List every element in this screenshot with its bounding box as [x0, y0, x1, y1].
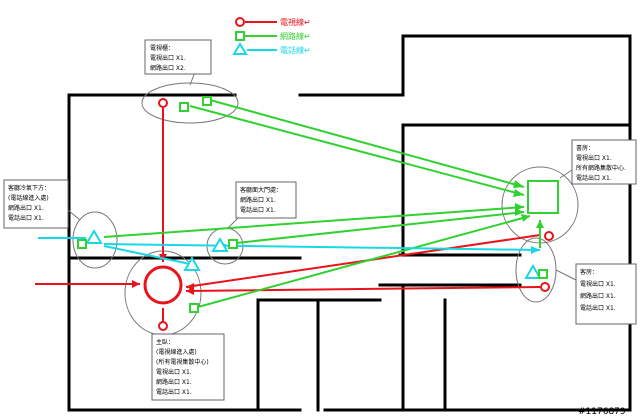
phone-outlet-icon — [183, 256, 201, 271]
note-line: 電話出口 X1. — [156, 388, 192, 396]
note-line: 電視櫃： — [150, 44, 174, 52]
tv-outlet-icon — [540, 282, 550, 292]
phone-outlet-icon — [524, 264, 542, 279]
network-outlet-icon — [538, 269, 548, 279]
note-line: 客房： — [580, 268, 598, 276]
network-outlet-icon — [179, 102, 189, 112]
legend-tv-label: 電視線↵ — [280, 17, 311, 27]
note-line: 網路出口 X2. — [150, 64, 186, 72]
note-line: 網路出口 X1. — [240, 196, 276, 204]
note-line: 電話出口 X1. — [8, 214, 44, 222]
network-outlet-icon — [189, 303, 199, 313]
note-line: (電話線進入處) — [8, 194, 49, 202]
watermark: #1176879 — [578, 407, 626, 417]
callout-guest-room: 客房： 電視出口 X1. 網路出口 X1. 電話出口 X1. — [555, 263, 637, 325]
note-line: 客廳冷氣下方： — [8, 184, 50, 192]
network-outlet-icon — [202, 96, 212, 106]
note-line: 電話出口 X1. — [580, 304, 616, 312]
network-outlet-icon — [77, 239, 87, 249]
callout-living-ac: 客廳冷氣下方： (電話線進入處) 網路出口 X1. 電話出口 X1. — [3, 179, 81, 229]
note-line: 電話出口 X1. — [240, 206, 276, 214]
outlet-symbols — [77, 96, 559, 331]
legend-tv-icon — [235, 17, 245, 27]
legend-phone-icon — [232, 42, 248, 55]
note-line: 電話出口 X1. — [576, 174, 612, 182]
phone-outlet-icon — [85, 229, 103, 244]
note-line: 網路出口 X1. — [8, 204, 44, 212]
note-line: (所有電視集散中心) — [156, 358, 209, 366]
callout-living-door: 客廳面大門處： 網路出口 X1. 電話出口 X1. — [227, 181, 297, 229]
network-lines — [103, 99, 544, 308]
tv-outlet-icon — [544, 231, 554, 241]
phone-outlet-icon — [211, 237, 229, 252]
note-line: 電視出口 X1. — [580, 280, 616, 288]
tv-outlet-icon — [158, 98, 168, 108]
note-line: 網路出口 X1. — [156, 378, 192, 386]
note-line: 網路出口 X1. — [580, 292, 616, 300]
callout-master-bedroom: 主臥： (電視線進入處) (所有電視集散中心) 電視出口 X1. 網路出口 X1… — [151, 333, 225, 401]
note-line: 電視出口 X1. — [576, 154, 612, 162]
note-line: 所有網路集散中心. — [576, 164, 626, 172]
phone-lines — [38, 237, 541, 265]
note-line: 電視出口 X1. — [156, 368, 192, 376]
note-line: 電視出口 X1. — [150, 54, 186, 62]
tv-hub-icon — [143, 265, 183, 305]
legend: 電視線↵ 網路線↵ 電話線↵ — [232, 17, 311, 55]
network-outlet-icon — [228, 239, 238, 249]
tv-outlet-icon — [158, 321, 168, 331]
legend-network-icon — [235, 31, 245, 41]
note-line: (電視線進入處) — [156, 348, 197, 356]
note-line: 主臥： — [156, 338, 174, 346]
network-hub-icon — [527, 180, 559, 214]
floor-plan-walls — [67, 34, 632, 412]
legend-phone-label: 電話線↵ — [280, 45, 311, 55]
note-line: 客廳面大門處： — [240, 186, 282, 194]
callout-study: 書房： 電視出口 X1. 所有網路集散中心. 電話出口 X1. — [559, 139, 637, 185]
legend-network-label: 網路線↵ — [280, 31, 311, 41]
callout-tv-cabinet: 電視櫃： 電視出口 X1. 網路出口 X2. — [144, 39, 212, 86]
note-line: 書房： — [576, 144, 594, 152]
